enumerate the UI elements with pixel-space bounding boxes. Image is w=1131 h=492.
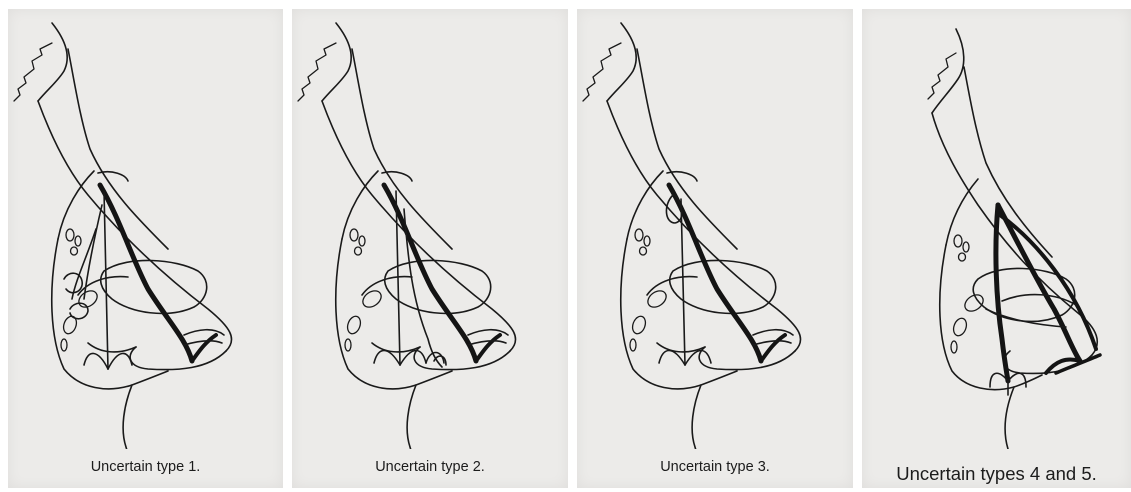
panel-type-3: Uncertain type 3. bbox=[577, 9, 853, 488]
nose-diagram-type-1 bbox=[8, 9, 283, 449]
caption-type-1: Uncertain type 1. bbox=[8, 459, 283, 475]
nose-diagram-type-2 bbox=[292, 9, 568, 449]
nose-diagram-type-3 bbox=[577, 9, 853, 449]
panel-type-2: Uncertain type 2. bbox=[292, 9, 568, 488]
caption-type-4-5: Uncertain types 4 and 5. bbox=[862, 463, 1131, 485]
nose-diagram-type-4-5 bbox=[862, 9, 1131, 449]
panel-type-4-5: Uncertain types 4 and 5. bbox=[862, 9, 1131, 488]
caption-type-2: Uncertain type 2. bbox=[292, 459, 568, 475]
panel-type-1: Uncertain type 1. bbox=[8, 9, 283, 488]
caption-type-3: Uncertain type 3. bbox=[577, 459, 853, 475]
